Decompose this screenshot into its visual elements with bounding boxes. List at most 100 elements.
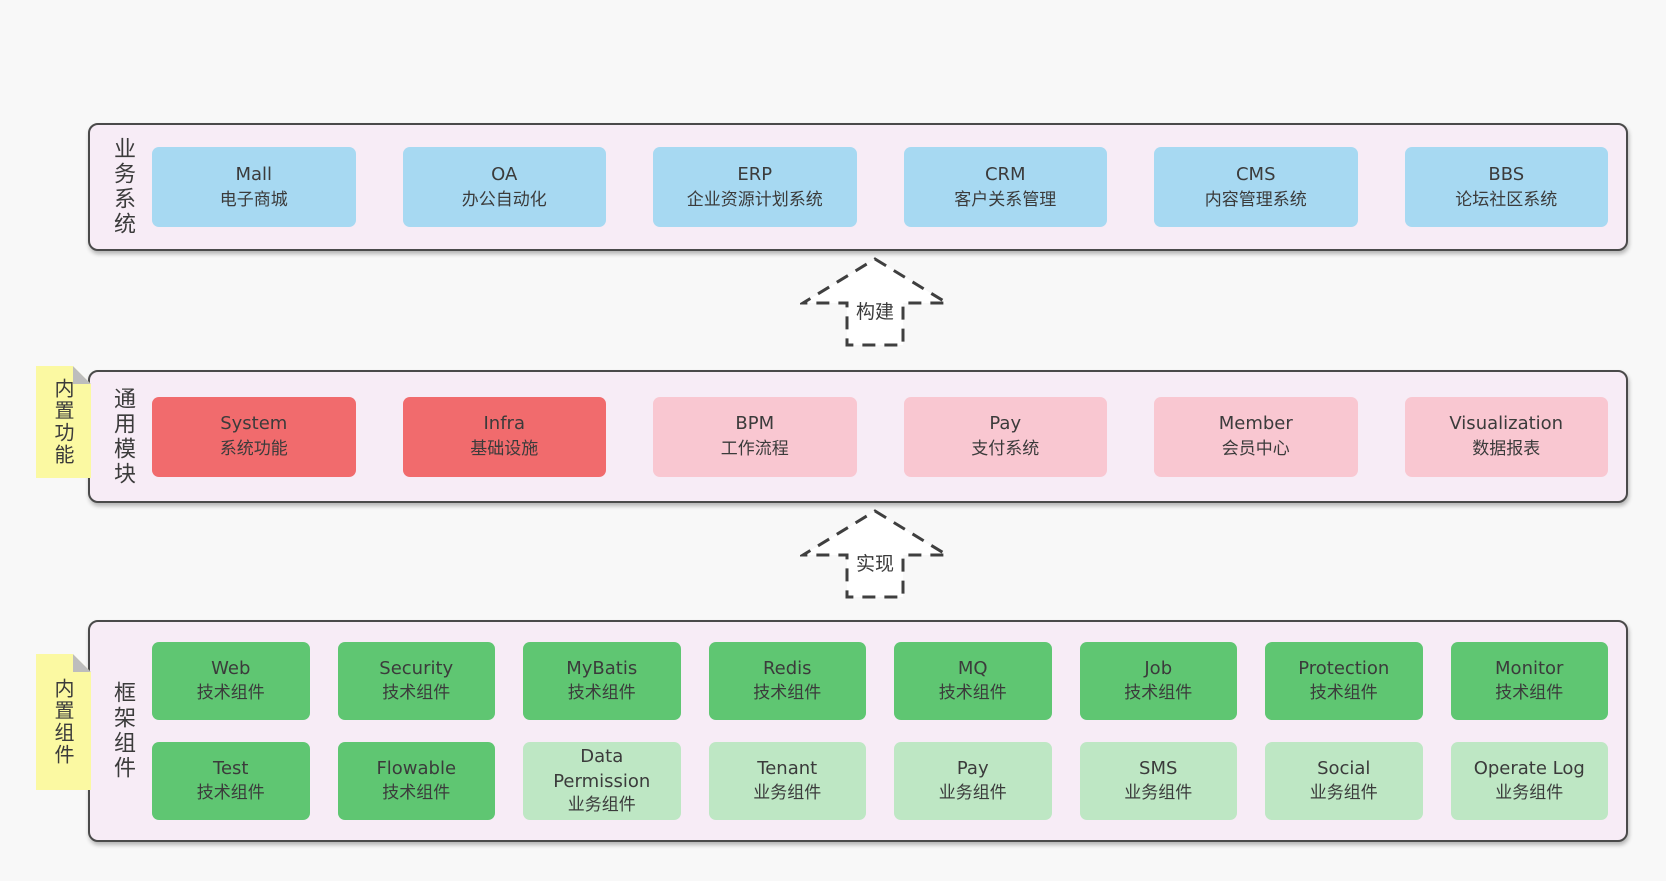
box-title: MQ xyxy=(957,658,988,680)
box-title: Monitor xyxy=(1495,658,1564,680)
diagram-box: Social 业务组件 xyxy=(1265,742,1423,820)
box-subtitle: 技术组件 xyxy=(753,682,822,703)
box-title: Infra xyxy=(483,413,525,435)
sticky-label: 内置组件 xyxy=(51,678,75,766)
box-subtitle: 技术组件 xyxy=(938,682,1007,703)
box-title: Test xyxy=(213,758,249,780)
box-subtitle: 技术组件 xyxy=(1495,682,1564,703)
box-title: Member xyxy=(1218,413,1293,435)
diagram-box: Test 技术组件 xyxy=(152,742,310,820)
box-title: OA xyxy=(491,163,518,185)
modules-boxes-row: System 系统功能 Infra 基础设施 BPM 工作流程 Pay 支付系统… xyxy=(148,372,1626,501)
implement-arrow: 实现 xyxy=(800,508,950,600)
diagram-box: Operate Log 业务组件 xyxy=(1450,742,1608,820)
box-subtitle: 业务组件 xyxy=(1309,782,1378,803)
box-subtitle: 业务组件 xyxy=(567,794,636,815)
diagram-box: ERP 企业资源计划系统 xyxy=(653,147,857,227)
band-label-framework: 框架组件 xyxy=(110,681,135,781)
box-subtitle: 技术组件 xyxy=(382,682,451,703)
box-title: Visualization xyxy=(1449,413,1564,435)
box-title: Protection xyxy=(1298,658,1390,680)
box-subtitle: 电子商城 xyxy=(219,189,288,210)
box-subtitle: 技术组件 xyxy=(567,682,636,703)
build-arrow-label: 构建 xyxy=(851,296,899,325)
diagram-box: Tenant 业务组件 xyxy=(708,742,866,820)
box-subtitle: 技术组件 xyxy=(1309,682,1378,703)
box-title: System xyxy=(220,413,288,435)
diagram-box: Protection 技术组件 xyxy=(1265,642,1423,720)
diagram-box: Pay 业务组件 xyxy=(894,742,1052,820)
box-title: Social xyxy=(1317,758,1371,780)
diagram-box: MyBatis 技术组件 xyxy=(523,642,681,720)
box-subtitle: 支付系统 xyxy=(971,439,1040,460)
box-title: SMS xyxy=(1139,758,1178,780)
diagram-box: Infra 基础设施 xyxy=(402,396,606,477)
diagram-box: OA 办公自动化 xyxy=(402,147,606,227)
common-modules-band: 通用模块 System 系统功能 Infra 基础设施 BPM 工作流程 Pay… xyxy=(88,370,1628,503)
framework-components-band: 框架组件 Web 技术组件 Security 技术组件 MyBatis 技术组件… xyxy=(88,620,1628,842)
box-subtitle: 业务组件 xyxy=(1124,782,1193,803)
box-title: Data Permission xyxy=(553,746,651,792)
box-subtitle: 工作流程 xyxy=(720,439,789,460)
box-title: ERP xyxy=(737,163,773,185)
box-title: Pay xyxy=(989,413,1022,435)
diagram-box: SMS 业务组件 xyxy=(1079,742,1237,820)
box-title: Web xyxy=(211,658,251,680)
diagram-box: Job 技术组件 xyxy=(1079,642,1237,720)
framework-boxes-grid: Web 技术组件 Security 技术组件 MyBatis 技术组件 Redi… xyxy=(148,622,1626,840)
box-title: CRM xyxy=(984,163,1026,185)
business-boxes-row: Mall 电子商城 OA 办公自动化 ERP 企业资源计划系统 CRM 客户关系… xyxy=(148,125,1626,249)
box-title: BBS xyxy=(1488,163,1525,185)
diagram-box: Pay 支付系统 xyxy=(903,396,1107,477)
box-subtitle: 基础设施 xyxy=(470,439,539,460)
box-title: CMS xyxy=(1235,163,1276,185)
band-label-business: 业务系统 xyxy=(110,137,135,237)
diagram-box: CMS 内容管理系统 xyxy=(1154,147,1358,227)
diagram-box: Flowable 技术组件 xyxy=(337,742,495,820)
box-title: Operate Log xyxy=(1473,758,1585,780)
diagram-box: Redis 技术组件 xyxy=(708,642,866,720)
box-title: BPM xyxy=(735,413,775,435)
box-title: Job xyxy=(1144,658,1173,680)
box-title: Flowable xyxy=(376,758,457,780)
diagram-box: Security 技术组件 xyxy=(337,642,495,720)
diagram-box: Visualization 数据报表 xyxy=(1404,396,1608,477)
box-subtitle: 技术组件 xyxy=(196,682,265,703)
box-subtitle: 企业资源计划系统 xyxy=(686,189,823,210)
box-subtitle: 办公自动化 xyxy=(461,189,547,210)
diagram-box: Member 会员中心 xyxy=(1154,396,1358,477)
diagram-box: Mall 电子商城 xyxy=(152,147,356,227)
diagram-box: CRM 客户关系管理 xyxy=(903,147,1107,227)
box-subtitle: 业务组件 xyxy=(753,782,822,803)
band-label-modules: 通用模块 xyxy=(110,386,135,487)
box-title: Pay xyxy=(956,758,989,780)
box-title: MyBatis xyxy=(566,658,638,680)
box-subtitle: 会员中心 xyxy=(1221,439,1290,460)
box-title: Mall xyxy=(235,163,273,185)
diagram-box: MQ 技术组件 xyxy=(894,642,1052,720)
box-subtitle: 论坛社区系统 xyxy=(1455,189,1558,210)
diagram-box: BBS 论坛社区系统 xyxy=(1404,147,1608,227)
box-subtitle: 客户关系管理 xyxy=(954,189,1057,210)
box-subtitle: 业务组件 xyxy=(938,782,1007,803)
box-subtitle: 技术组件 xyxy=(1124,682,1193,703)
box-subtitle: 系统功能 xyxy=(219,439,288,460)
box-subtitle: 技术组件 xyxy=(382,782,451,803)
box-subtitle: 内容管理系统 xyxy=(1204,189,1307,210)
box-subtitle: 技术组件 xyxy=(196,782,265,803)
diagram-box: System 系统功能 xyxy=(152,396,356,477)
sticky-note-builtin-features: 内置功能 xyxy=(36,366,91,478)
box-title: Security xyxy=(379,658,454,680)
sticky-note-builtin-components: 内置组件 xyxy=(36,654,91,790)
box-subtitle: 业务组件 xyxy=(1495,782,1564,803)
box-title: Redis xyxy=(762,658,812,680)
diagram-box: BPM 工作流程 xyxy=(653,396,857,477)
business-systems-band: 业务系统 Mall 电子商城 OA 办公自动化 ERP 企业资源计划系统 CRM… xyxy=(88,123,1628,251)
box-title: Tenant xyxy=(757,758,818,780)
diagram-box: Monitor 技术组件 xyxy=(1450,642,1608,720)
implement-arrow-label: 实现 xyxy=(851,548,899,577)
diagram-box: Web 技术组件 xyxy=(152,642,310,720)
sticky-label: 内置功能 xyxy=(51,378,75,466)
diagram-box: Data Permission 业务组件 xyxy=(523,742,681,820)
